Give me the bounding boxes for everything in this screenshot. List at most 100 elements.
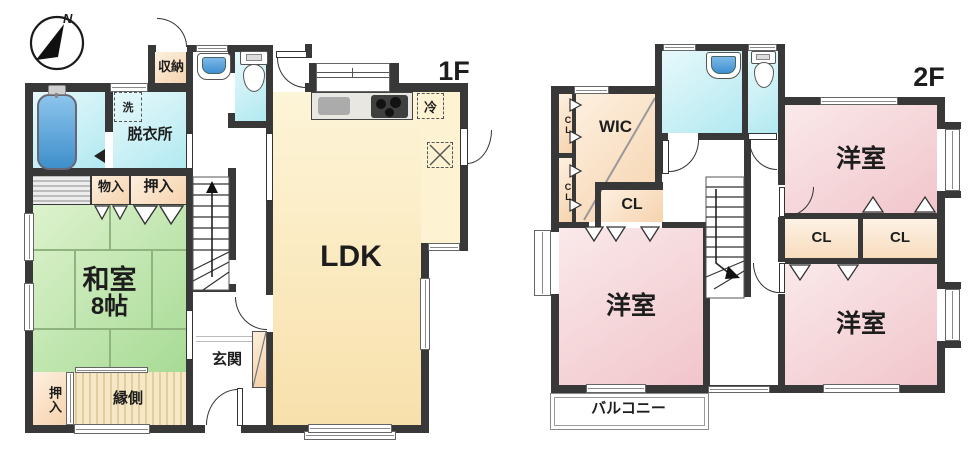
- sliding-door: [66, 372, 74, 425]
- room-label-genkan: 玄関: [211, 351, 242, 368]
- door-opening: [266, 295, 273, 332]
- burner-icon: [385, 108, 394, 117]
- refrigerator-label: 冷: [423, 99, 437, 115]
- folding-door-icon: [583, 226, 605, 243]
- wall: [186, 45, 273, 52]
- room-label-cl-wic: CL: [621, 196, 643, 213]
- folding-door-icon: [861, 195, 885, 213]
- folding-door-icon: [788, 264, 812, 282]
- sliding-door: [186, 310, 193, 360]
- room-ldk: [273, 92, 421, 425]
- folding-door-icon: [569, 129, 583, 145]
- room-oshiire-lower: [33, 372, 66, 425]
- wall: [655, 44, 785, 51]
- room-label-washitsu: 和室: [82, 265, 137, 295]
- wall: [572, 93, 576, 224]
- folding-door-icon: [836, 264, 860, 282]
- folding-door-icon: [93, 205, 111, 221]
- room-label-engawa: 縁側: [112, 390, 143, 407]
- room-cl-lower-left: [559, 158, 572, 222]
- window: [428, 243, 460, 251]
- room-yoshitsu-sw: [559, 228, 703, 385]
- washbasin-bowl: [202, 57, 226, 74]
- sliding-door: [75, 367, 148, 373]
- room-monoire: [92, 172, 129, 204]
- window: [24, 283, 34, 331]
- wall: [595, 182, 663, 190]
- wall: [785, 213, 945, 219]
- wall: [129, 172, 131, 204]
- door-opening: [668, 133, 698, 140]
- bay-window: [534, 230, 551, 296]
- burner-icon: [390, 97, 401, 108]
- folding-door-icon: [913, 195, 937, 213]
- wall: [186, 172, 193, 425]
- room-label-monoire: 物入: [97, 179, 124, 194]
- window: [823, 384, 900, 393]
- toilet-lid: [246, 54, 262, 61]
- window: [74, 424, 150, 434]
- door-swing-icon: [235, 297, 267, 330]
- room-label-washitsu-size: 8帖: [90, 293, 129, 320]
- window-opening: [937, 129, 945, 191]
- folding-door-icon: [569, 97, 583, 113]
- balcony: [550, 393, 709, 430]
- bay-window: [945, 129, 960, 191]
- door-swing-icon: [157, 18, 187, 47]
- wall: [90, 172, 92, 204]
- washer-label: 洗: [122, 102, 134, 114]
- room-label-yoshitsu-sw: 洋室: [605, 292, 656, 320]
- folding-door-icon: [111, 205, 129, 221]
- tatami-line: [109, 205, 111, 251]
- folding-door-icon: [158, 205, 185, 226]
- toilet-bowl: [754, 62, 774, 88]
- room-label-shuunou: 収納: [157, 59, 184, 74]
- toilet-bowl: [243, 64, 265, 92]
- room-engawa: [70, 372, 186, 425]
- wall: [655, 44, 662, 93]
- room-cl-upper-left: [559, 94, 572, 153]
- wall: [655, 86, 662, 189]
- shoe-cabinet-diagonal: [252, 331, 267, 388]
- bay-window: [945, 289, 960, 341]
- door-leaf: [276, 51, 307, 58]
- window: [24, 213, 34, 261]
- floor2-title: 2F: [913, 62, 945, 92]
- wall: [266, 128, 273, 433]
- window: [748, 44, 777, 51]
- window: [708, 386, 770, 393]
- compass-north-label: N: [63, 11, 73, 26]
- wall: [305, 44, 312, 58]
- folding-door-icon: [569, 197, 583, 213]
- room-board-floor: [33, 172, 90, 204]
- wall: [266, 52, 273, 128]
- toilet-lid: [756, 54, 770, 60]
- folding-door-icon: [569, 163, 583, 179]
- wall: [25, 83, 193, 92]
- room-cl-wic: [601, 190, 663, 222]
- balcony-railing: [554, 397, 705, 426]
- wall: [228, 168, 236, 260]
- stairs-2f: [705, 176, 745, 299]
- stairs-1f: [192, 176, 230, 291]
- window: [820, 97, 898, 105]
- window: [663, 44, 696, 51]
- window-opening: [937, 289, 945, 341]
- window: [420, 278, 430, 350]
- wall: [703, 222, 710, 393]
- wall: [858, 219, 863, 258]
- washbasin-bowl: [711, 56, 736, 74]
- door-swing-icon: [753, 263, 779, 293]
- window-line: [317, 72, 389, 73]
- shower-stem: [55, 93, 58, 98]
- wall: [778, 44, 785, 105]
- room-label-ldk: LDK: [320, 240, 382, 273]
- wall: [937, 282, 961, 289]
- wall: [785, 258, 945, 264]
- washer-box: 洗: [114, 92, 142, 122]
- folding-door-icon: [94, 149, 105, 163]
- room-label-cl-upper-left: CL: [563, 115, 573, 135]
- room-cl-mid-east: [863, 219, 937, 258]
- wall: [937, 341, 961, 348]
